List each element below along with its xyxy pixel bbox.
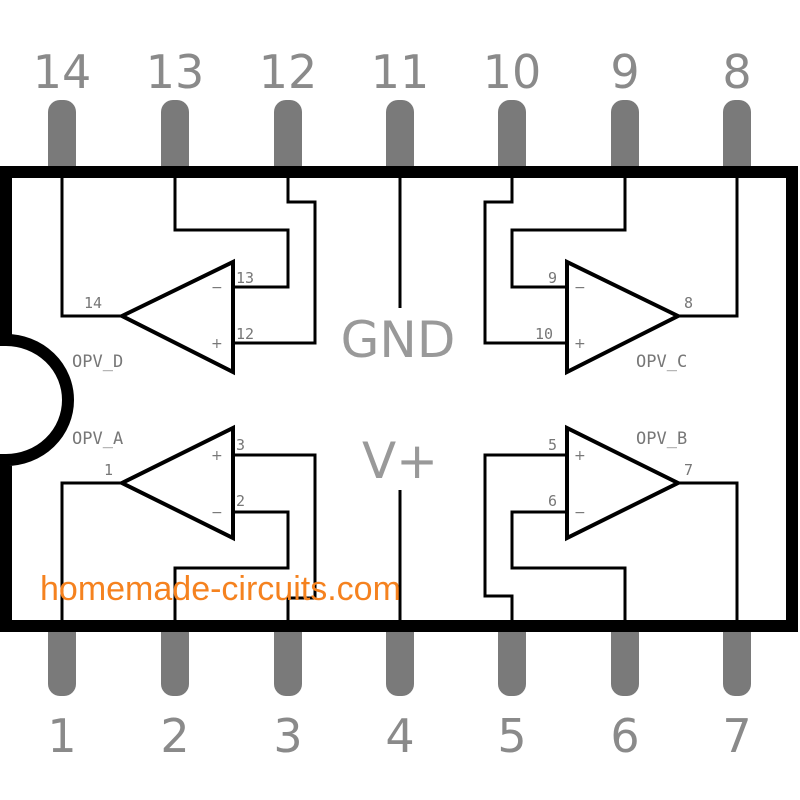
opamp-d: 14 13 12 − + OPV_D	[60, 172, 317, 376]
wire-pin9	[510, 172, 627, 289]
wire-pin6	[510, 510, 627, 626]
pin-bottom-1	[48, 618, 76, 696]
pin-number-bottom: 4	[385, 709, 414, 763]
pin-label-noninv: 12	[236, 325, 254, 343]
pin-label-out: 14	[84, 294, 102, 312]
wire-pin12	[233, 172, 317, 345]
pin-top-12	[274, 100, 302, 180]
pin-top-13	[161, 100, 189, 180]
pin-top-14	[48, 100, 76, 180]
pin-number-top: 10	[483, 45, 542, 99]
pin-number-bottom: 2	[160, 709, 189, 763]
pin-bottom-7	[723, 618, 751, 696]
opamp-name: OPV_B	[636, 429, 687, 449]
pin-number-bottom: 3	[273, 709, 302, 763]
opamp-name: OPV_D	[72, 352, 123, 372]
pin-label-noninv: 3	[236, 436, 245, 454]
minus-sign: −	[574, 280, 586, 296]
minus-sign: −	[574, 505, 586, 521]
opamp-triangle	[117, 424, 235, 542]
wire-pin7	[678, 481, 739, 626]
minus-sign: −	[211, 280, 223, 296]
pin-number-top: 14	[33, 45, 92, 99]
pin-top-10	[498, 100, 526, 180]
pin-bottom-4	[386, 618, 414, 696]
pin-label-inv: 2	[236, 492, 245, 510]
pin-label-noninv: 5	[548, 436, 557, 454]
pin-number-bottom: 7	[722, 709, 751, 763]
plus-sign: +	[211, 336, 223, 352]
pin-number-top: 12	[259, 45, 318, 99]
opamp-triangle	[117, 258, 235, 376]
pin-bottom-6	[611, 618, 639, 696]
vplus-label: V+	[362, 432, 438, 490]
pin-label-inv: 9	[548, 269, 557, 287]
pin-label-out: 1	[104, 461, 113, 479]
opamp-b: 7 5 6 + − OPV_B	[483, 424, 739, 626]
opamp-c: 8 9 10 − + OPV_C	[483, 172, 739, 376]
pin-bottom-5	[498, 618, 526, 696]
pins	[48, 100, 751, 696]
wire-pin8	[678, 172, 739, 318]
wire-pin5	[483, 453, 567, 626]
pin-number-bottom: 1	[47, 709, 76, 763]
wire-pin1	[60, 481, 122, 626]
pin-bottom-2	[161, 618, 189, 696]
pin-top-11	[386, 100, 414, 180]
opamp-triangle	[565, 424, 683, 542]
wire-pin2	[173, 510, 290, 626]
plus-sign: +	[574, 448, 586, 464]
wire-pin3	[233, 453, 317, 626]
plus-sign: +	[211, 448, 223, 464]
opamp-triangle	[565, 258, 683, 376]
pin-top-8	[723, 100, 751, 180]
watermark: homemade-circuits.com	[40, 570, 401, 608]
pin-number-top: 9	[610, 45, 639, 99]
pin-number-top: 11	[371, 45, 430, 99]
pin-top-9	[611, 100, 639, 180]
pin-number-top: 8	[722, 45, 751, 99]
plus-sign: +	[574, 336, 586, 352]
wire-pin10	[483, 172, 567, 345]
pin-label-out: 8	[684, 294, 693, 312]
opamp-name: OPV_C	[636, 352, 687, 372]
wire-pin14	[60, 172, 122, 318]
opamp-a: 1 3 2 + − OPV_A	[60, 424, 317, 626]
gnd-label: GND	[341, 311, 456, 369]
pin-label-inv: 6	[548, 492, 557, 510]
pin-number-bottom: 5	[497, 709, 526, 763]
pin-number-top: 13	[146, 45, 205, 99]
wire-pin13	[173, 172, 290, 289]
pin-number-bottom: 6	[610, 709, 639, 763]
minus-sign: −	[211, 505, 223, 521]
pin-bottom-3	[274, 618, 302, 696]
pin-label-inv: 13	[236, 269, 254, 287]
opamp-name: OPV_A	[72, 429, 123, 449]
pin-label-out: 7	[684, 461, 693, 479]
pin-label-noninv: 10	[535, 325, 553, 343]
